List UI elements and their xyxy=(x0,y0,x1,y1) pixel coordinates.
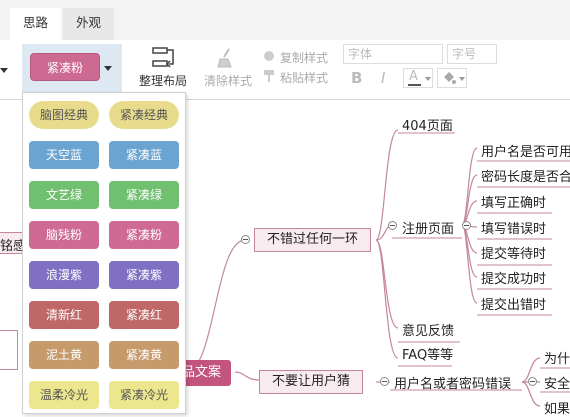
font-size-select[interactable]: 字号 xyxy=(447,44,497,64)
mindmap-child-node[interactable]: 404页面 xyxy=(402,119,453,134)
collapse-toggle-icon[interactable] xyxy=(388,221,397,230)
mindmap-branch-node[interactable]: 不要让用户猜 xyxy=(259,370,364,394)
broom-icon xyxy=(217,48,232,68)
arrange-layout-button[interactable]: 整理布局 xyxy=(139,74,188,88)
theme-option[interactable]: 温柔冷光 xyxy=(29,381,99,409)
theme-option[interactable]: 浪漫紫 xyxy=(29,261,99,289)
tab-appearance-label: 外观 xyxy=(76,15,102,30)
mindmap-leaf-node[interactable]: 如果 xyxy=(544,402,570,417)
chevron-down-icon xyxy=(459,77,465,81)
mindmap-leaf-node[interactable]: 安全 xyxy=(544,377,570,392)
tab-thinking-label: 思路 xyxy=(23,15,49,30)
arrange-layout-icon[interactable] xyxy=(150,46,178,70)
font-family-select[interactable]: 字体 xyxy=(343,44,443,64)
theme-option[interactable]: 紧凑冷光 xyxy=(109,381,179,409)
bold-button[interactable]: B xyxy=(351,69,363,87)
mindmap-leaf-node[interactable]: 提交等待时 xyxy=(481,247,547,262)
font-color-button[interactable]: A xyxy=(403,68,433,88)
collapse-toggle-icon[interactable] xyxy=(380,377,389,386)
theme-option[interactable]: 紧凑黄 xyxy=(109,341,179,369)
mindmap-branch-node[interactable]: 不错过任何一环 xyxy=(254,228,372,252)
collapse-toggle-icon[interactable] xyxy=(528,377,537,386)
theme-selected-button[interactable]: 紧凑粉 xyxy=(30,53,100,81)
theme-option[interactable]: 文艺绿 xyxy=(29,181,99,209)
mindmap-leaf-node[interactable]: 为什 xyxy=(544,352,570,367)
paste-style-icon xyxy=(264,70,274,82)
chevron-down-icon[interactable] xyxy=(104,66,112,71)
italic-button[interactable]: I xyxy=(381,69,386,87)
collapse-toggle-icon[interactable] xyxy=(462,221,471,230)
mindmap-leaf-node[interactable]: 填写错误时 xyxy=(481,222,547,237)
left-caret-icon[interactable] xyxy=(0,68,8,73)
theme-option[interactable]: 紧凑绿 xyxy=(109,181,179,209)
mindmap-leaf-node[interactable]: 填写正确时 xyxy=(481,196,547,211)
theme-option[interactable]: 紧凑粉 xyxy=(109,221,179,249)
mindmap-node-left-partial-2 xyxy=(0,330,18,370)
copy-style-icon xyxy=(264,51,274,61)
mindmap-child-node[interactable]: FAQ等等 xyxy=(402,348,454,363)
font-color-glyph: A xyxy=(409,69,418,84)
mindmap-leaf-node[interactable]: 用户名是否可用 xyxy=(481,145,570,160)
mindmap-child-node[interactable]: 用户名或者密码错误 xyxy=(394,377,512,392)
theme-option[interactable]: 脑图经典 xyxy=(29,101,99,129)
font-color-bar xyxy=(408,84,421,86)
copy-style-button[interactable]: 复制样式 xyxy=(280,51,329,65)
mindmap-leaf-node[interactable]: 提交出错时 xyxy=(481,298,547,313)
theme-option[interactable]: 天空蓝 xyxy=(29,141,99,169)
theme-grid: 脑图经典紧凑经典天空蓝紧凑蓝文艺绿紧凑绿脑残粉紧凑粉浪漫紫紧凑紫清新红紧凑红泥土… xyxy=(28,100,184,412)
chevron-down-icon xyxy=(425,77,431,81)
paint-bucket-icon xyxy=(444,72,456,84)
mindmap-node-left-label: 铭感 xyxy=(0,239,27,254)
mindmap-child-node[interactable]: 意见反馈 xyxy=(402,324,455,339)
paste-style-button[interactable]: 粘贴样式 xyxy=(280,71,329,85)
tab-thinking[interactable]: 思路 xyxy=(10,8,62,40)
collapse-toggle-icon[interactable] xyxy=(241,235,250,244)
tab-appearance[interactable]: 外观 xyxy=(63,8,115,40)
theme-option[interactable]: 清新红 xyxy=(29,301,99,329)
background-color-button[interactable] xyxy=(437,68,467,88)
theme-option[interactable]: 紧凑蓝 xyxy=(109,141,179,169)
theme-option[interactable]: 泥土黄 xyxy=(29,341,99,369)
mindmap-child-node[interactable]: 注册页面 xyxy=(402,222,455,237)
theme-option[interactable]: 紧凑紫 xyxy=(109,261,179,289)
clear-style-button[interactable]: 清除样式 xyxy=(204,74,253,88)
mindmap-leaf-node[interactable]: 提交成功时 xyxy=(481,272,547,287)
theme-option[interactable]: 脑残粉 xyxy=(29,221,99,249)
mindmap-node-left-partial[interactable]: 铭感 xyxy=(0,232,26,254)
theme-option[interactable]: 紧凑经典 xyxy=(109,101,179,129)
mindmap-leaf-node[interactable]: 密码长度是否合 xyxy=(481,170,570,185)
theme-option[interactable]: 紧凑红 xyxy=(109,301,179,329)
